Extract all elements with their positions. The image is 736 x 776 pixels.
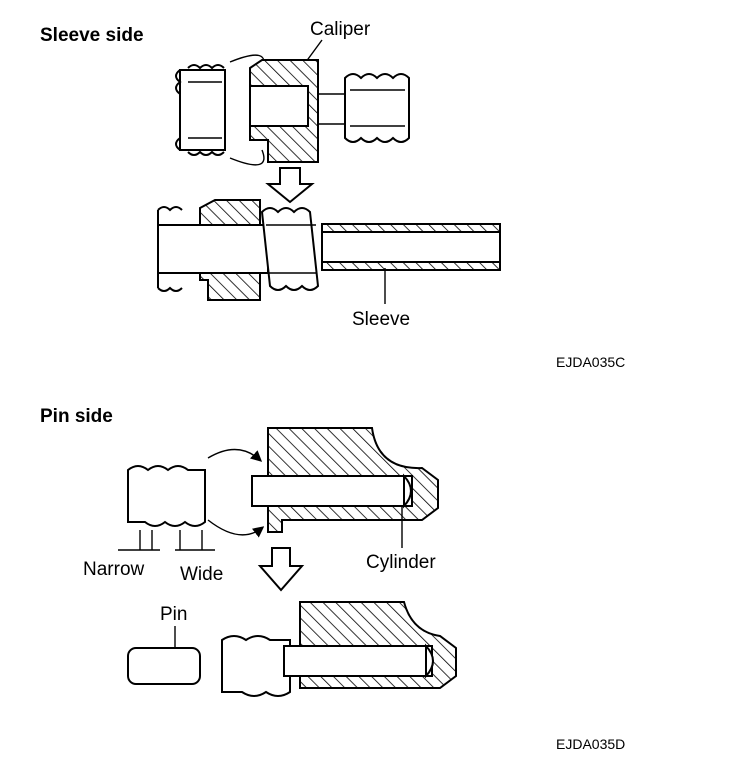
figure-code-c: EJDA035C: [556, 354, 625, 370]
sleeve-label: Sleeve: [352, 309, 410, 330]
pin-boot: [118, 465, 215, 551]
sleeve-boot-right: [344, 73, 410, 143]
caliper-body: [249, 59, 319, 163]
narrow-label: Narrow: [83, 559, 145, 580]
sleeve-side-heading: Sleeve side: [40, 25, 144, 46]
sleeve-assembly-arrow: [265, 167, 315, 204]
cylinder-housing: [251, 427, 439, 533]
pin-assembly: [221, 601, 457, 697]
rotation-arc-bottom: [229, 149, 265, 166]
cylinder-label: Cylinder: [366, 552, 436, 573]
sleeve-boot-left: [175, 64, 226, 156]
caliper-label: Caliper: [310, 19, 371, 40]
pin-assembly-arrow: [257, 547, 305, 592]
pin-part: [127, 647, 201, 685]
pin-label: Pin: [160, 604, 187, 625]
sleeve-tube: [321, 223, 501, 271]
wide-label: Wide: [180, 564, 223, 585]
figure-code-d: EJDA035D: [556, 736, 625, 752]
pin-side-heading: Pin side: [40, 406, 113, 427]
sleeve-assembly: [157, 199, 320, 301]
pin-rotation-arc-bottom: [207, 519, 265, 538]
pin-rotation-arc-top: [207, 448, 263, 462]
